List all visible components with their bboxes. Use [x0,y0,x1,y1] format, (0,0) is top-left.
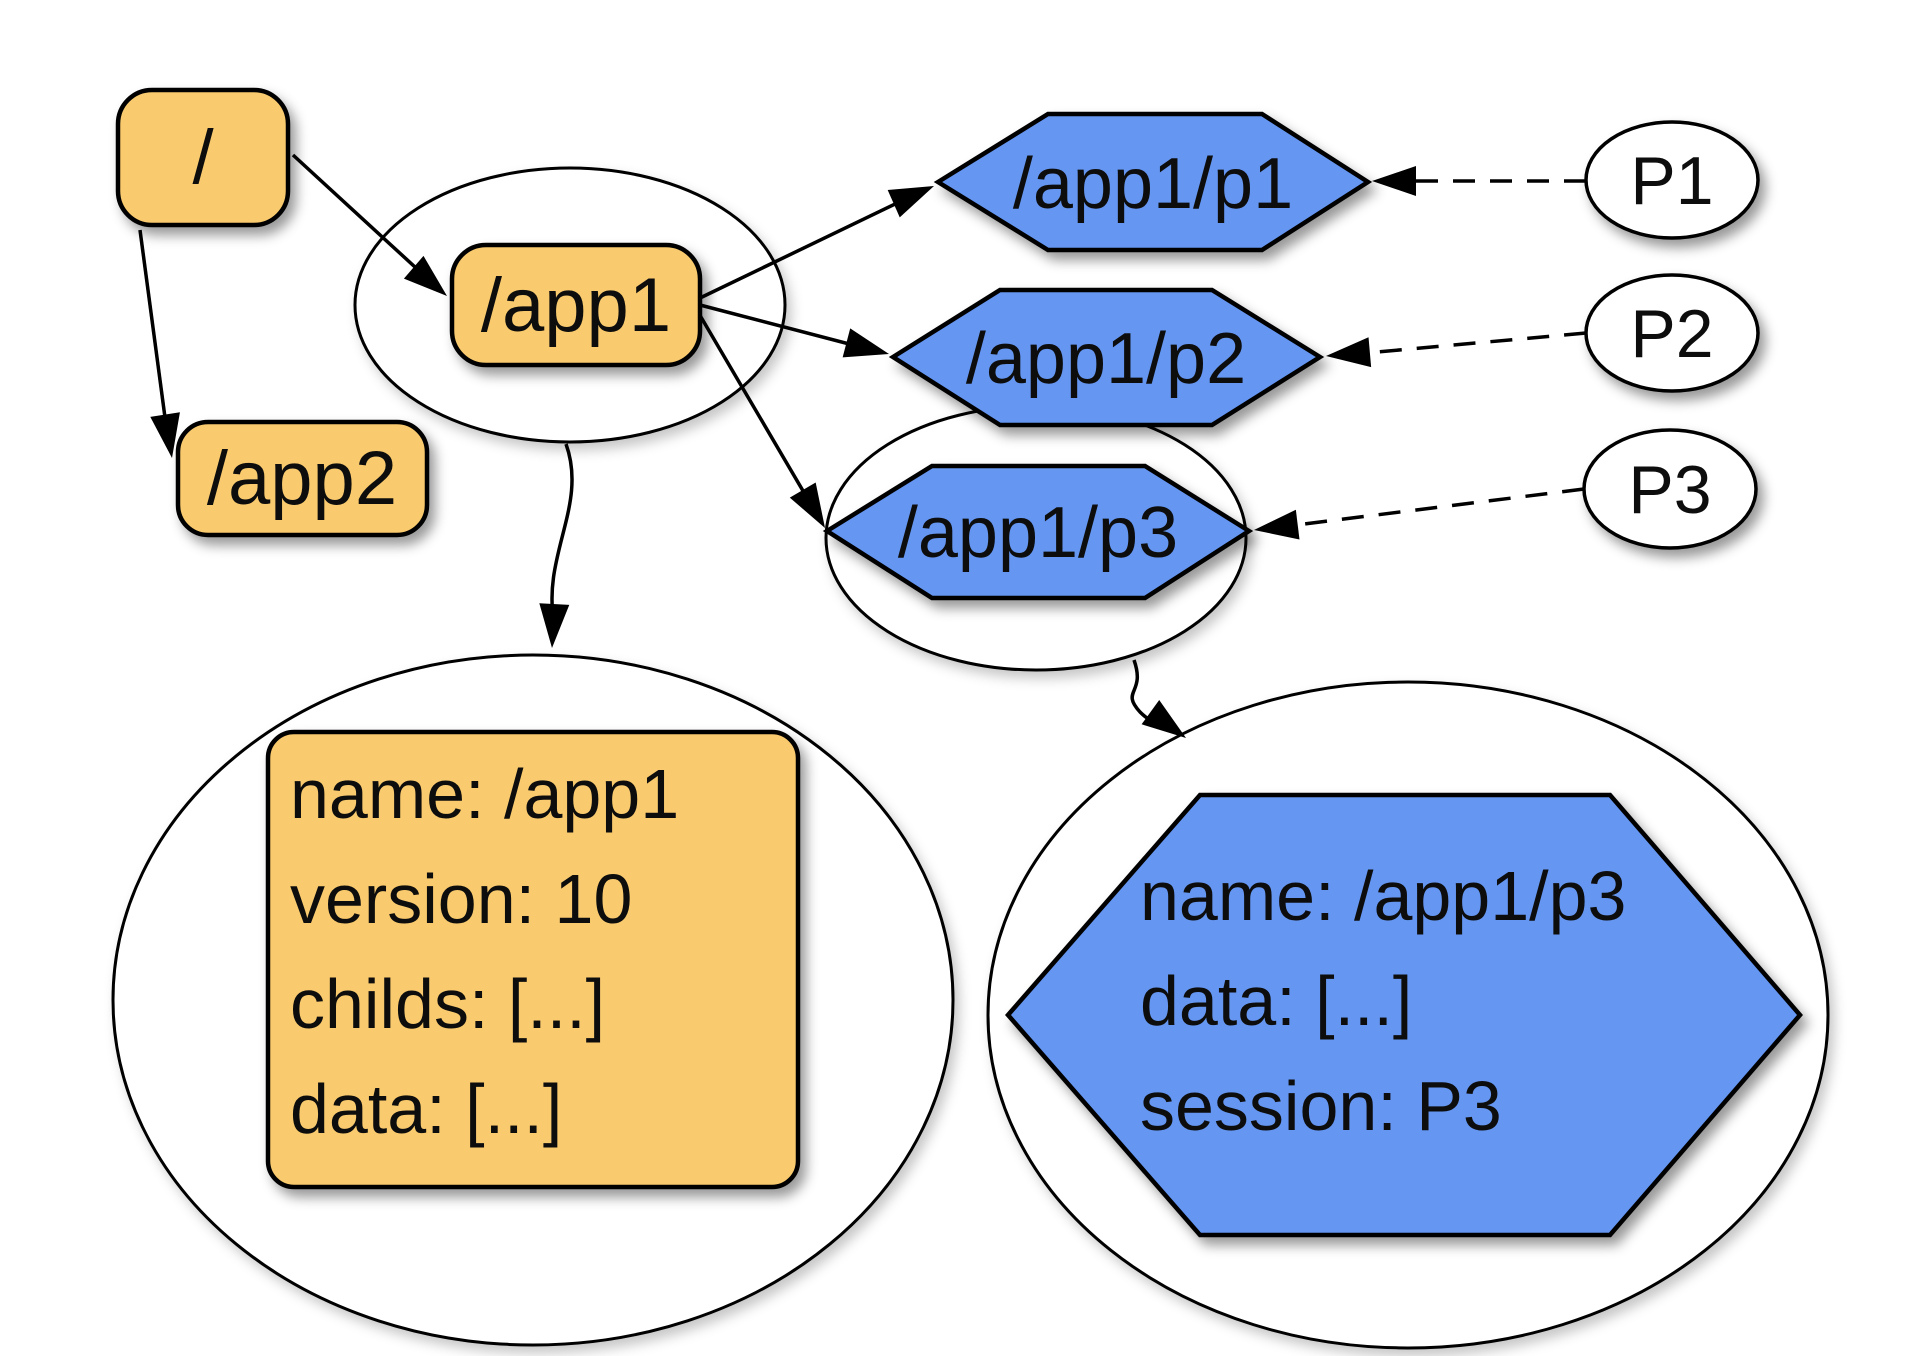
edge-s2-p2-arrowhead [1326,337,1372,368]
znode-root-label: / [192,115,214,200]
edge-s3-p3 [1271,487,1585,530]
znode-app1-label: /app1 [481,263,671,348]
edge-app1-p2-arrowhead [842,328,889,358]
detail-edges [539,443,1186,738]
app1-detail-line-name: name: /app1 [290,755,679,833]
znode-app2 [175,419,430,538]
app1-detail-line-version: version: 10 [290,860,632,938]
znode-root [115,87,291,228]
session-p2-ellipse [1584,273,1760,393]
edge-root-app2-arrowhead [150,412,180,458]
app1-detail-text: name: /app1 version: 10 childs: [...] da… [290,755,679,1148]
edge-app1-p3 [696,311,818,514]
session-p3-label: P3 [1628,452,1711,528]
edge-p3-detail-arrowhead [1141,700,1186,738]
edge-app1-detail [550,443,574,623]
session-p1-label: P1 [1630,143,1713,219]
p3-detail-hexagon [1005,792,1803,1238]
tree-edges [138,153,934,528]
znode-app2-label: /app2 [207,436,397,521]
session-p1-ellipse [1584,120,1760,240]
edge-s2-p2 [1343,331,1587,357]
znode-p1-hexagon [933,111,1373,253]
edge-app1-detail-arrowhead [539,603,570,648]
app1-detail-card [265,729,801,1190]
edge-app1-p1 [699,190,921,300]
app1-detail-line-data: data: [...] [290,1070,562,1148]
edge-s1-p1-arrowhead [1372,166,1416,196]
znode-p2-hexagon [888,287,1325,428]
session-p3-ellipse [1582,428,1758,550]
edge-root-app2 [138,229,170,441]
p3-detail-text: name: /app1/p3 data: [...] session: P3 [1140,857,1626,1145]
session-p2-label: P2 [1630,296,1713,372]
znode-p2-label: /app1/p2 [966,319,1246,399]
p3-detail-line-name: name: /app1/p3 [1140,857,1626,935]
znode-p3-label: /app1/p3 [898,493,1178,573]
edge-s3-p3-arrowhead [1254,509,1300,540]
p3-detail-line-data: data: [...] [1140,962,1412,1040]
edge-app1-p3-arrowhead [789,482,825,528]
edge-app1-p1-arrowhead [887,186,934,218]
znode-p3-hexagon [822,463,1254,601]
znode-p1-label: /app1/p1 [1013,144,1293,224]
edge-root-app1-arrowhead [403,255,447,296]
znode-app1 [449,242,703,368]
session-edges [1254,166,1587,540]
p3-detail-line-session: session: P3 [1140,1067,1502,1145]
app1-detail-line-childs: childs: [...] [290,965,605,1043]
